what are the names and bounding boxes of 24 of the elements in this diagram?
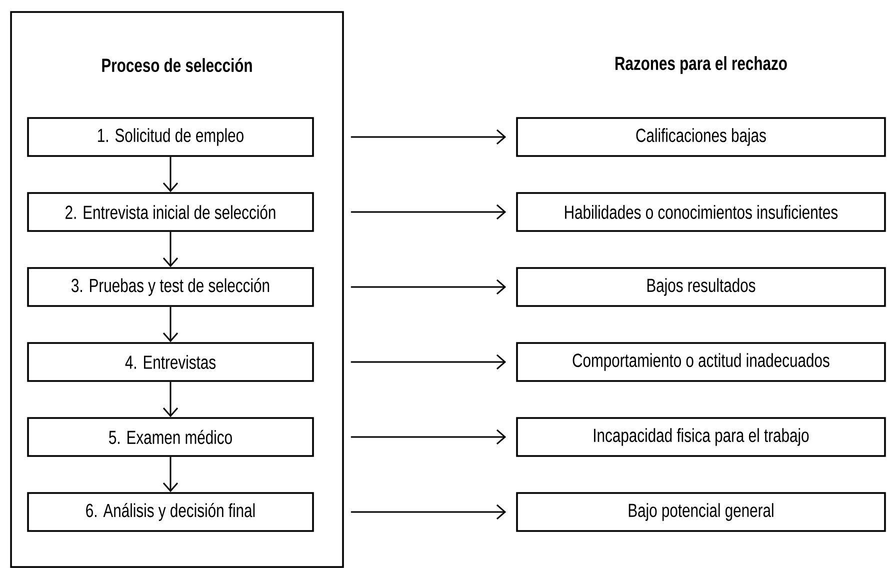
arrow: [350, 429, 506, 445]
process-box: 5. Examen médico: [27, 417, 314, 457]
process-box: Habilidades o conocimientos insuficientes: [516, 192, 886, 232]
process-box: 1. Solicitud de empleo: [27, 117, 314, 157]
process-box: Calificaciones bajas: [516, 117, 886, 157]
arrow: [350, 354, 506, 370]
column-heading: Razones para el rechazo: [616, 56, 787, 74]
arrow: [350, 204, 506, 220]
process-box: Bajo potencial general: [516, 492, 886, 532]
process-box: 3. Pruebas y test de selección: [27, 267, 314, 307]
arrow: [162, 382, 178, 418]
arrow: [162, 156, 178, 192]
arrow: [350, 504, 506, 520]
process-box: Comportamiento o actitud inadecuados: [516, 342, 886, 382]
process-box: 4. Entrevistas: [27, 342, 314, 382]
arrow: [162, 232, 178, 268]
arrow: [350, 129, 506, 145]
arrow: [162, 456, 178, 492]
arrow: [350, 279, 506, 295]
process-box: 2. Entrevista inicial de selección: [27, 192, 314, 232]
process-box: Bajos resultados: [516, 267, 886, 307]
arrow: [162, 306, 178, 342]
process-box: Incapacidad fisica para el trabajo: [516, 417, 886, 457]
process-box: 6. Análisis y decisión final: [27, 492, 314, 532]
